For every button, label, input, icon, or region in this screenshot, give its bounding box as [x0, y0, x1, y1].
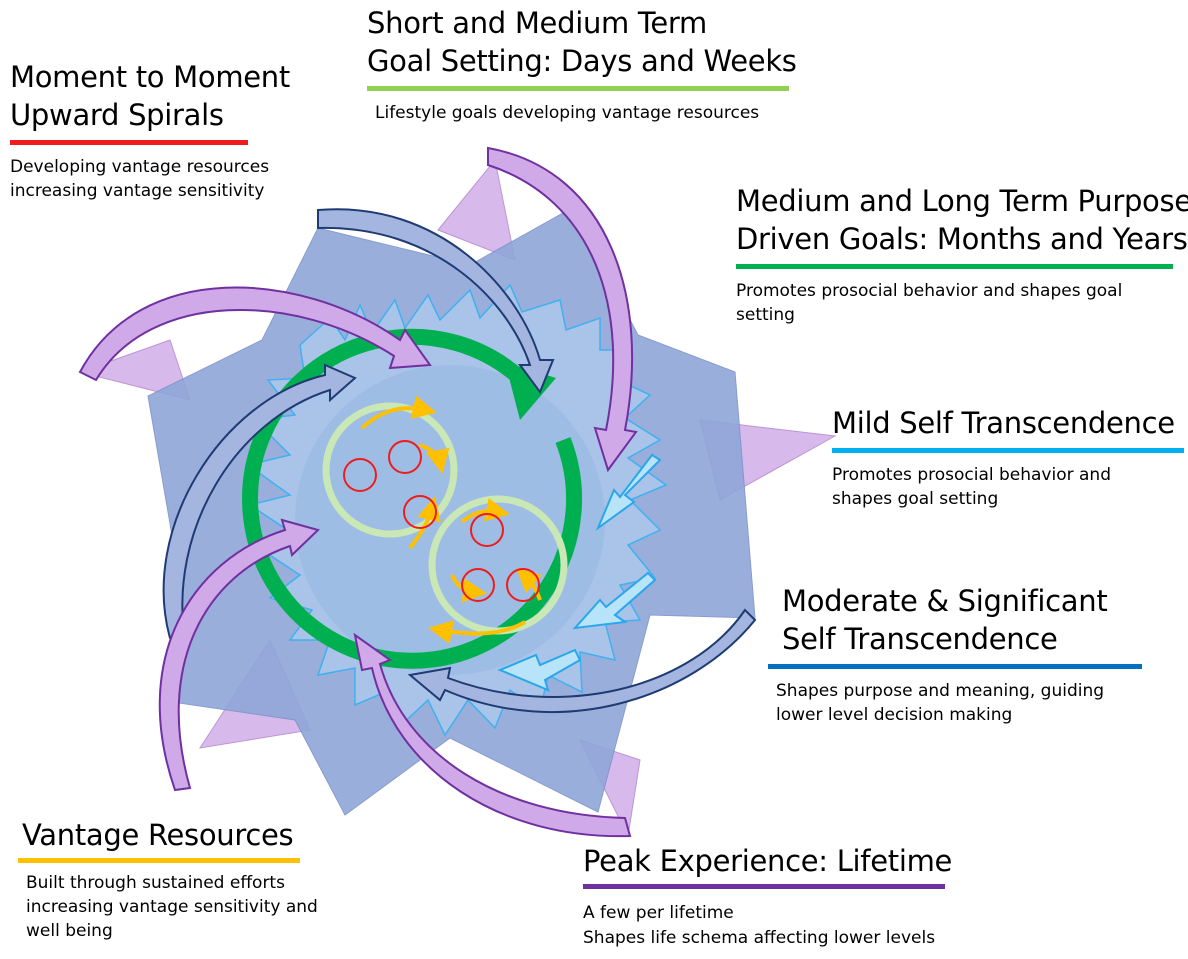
red-loop [388, 440, 422, 474]
moderate-rule [768, 664, 1142, 669]
purple-arrow-topleft [78, 286, 432, 382]
purple-arrow-top [487, 146, 638, 473]
label-short-term: Short and Medium Term Goal Setting: Days… [367, 4, 807, 125]
vantage-description: Built through sustained efforts increasi… [26, 873, 318, 941]
long-term-title: Medium and Long Term Purpose Driven Goal… [736, 184, 1188, 256]
long-term-rule [736, 264, 1173, 269]
moment-circles [343, 440, 540, 602]
purple-arrows [78, 146, 638, 838]
moment-description: Developing vantage resources increasing … [10, 157, 270, 201]
peak-rule [583, 884, 945, 889]
mild-arrows [497, 453, 662, 692]
moment-title: Moment to Moment Upward Spirals [10, 60, 290, 132]
mild-description: Promotes prosocial behavior and shapes g… [832, 465, 1111, 509]
navy-arrow-left [162, 363, 357, 642]
navy-arrows [162, 208, 757, 714]
navy-arrow-top [317, 208, 555, 395]
red-loop [461, 568, 495, 602]
vantage-title: Vantage Resources [22, 818, 294, 852]
purple-arrow-left [158, 518, 320, 792]
red-loop [343, 458, 377, 492]
short-term-title: Short and Medium Term Goal Setting: Days… [367, 6, 797, 78]
label-peak: Peak Experience: Lifetime A few per life… [583, 842, 1003, 951]
peak-title: Peak Experience: Lifetime [583, 844, 953, 878]
red-loop [506, 568, 540, 602]
vantage-rule [18, 858, 300, 863]
moderate-title: Moderate & Significant Self Transcendenc… [782, 584, 1108, 656]
peak-description: A few per lifetime Shapes life schema af… [583, 903, 936, 948]
label-long-term: Medium and Long Term Purpose Driven Goal… [736, 182, 1188, 327]
short-term-description: Lifestyle goals developing vantage resou… [375, 103, 760, 123]
label-moderate: Moderate & Significant Self Transcendenc… [768, 582, 1148, 727]
label-mild: Mild Self Transcendence Promotes prosoci… [832, 404, 1184, 511]
moment-rule [10, 140, 248, 145]
vantage-arcs [360, 395, 542, 644]
long-term-description: Promotes prosocial behavior and shapes g… [736, 281, 1123, 325]
mild-rule [832, 448, 1184, 453]
red-loop [403, 495, 437, 529]
moderate-description: Shapes purpose and meaning, guiding lowe… [776, 681, 1105, 725]
red-loop [470, 513, 504, 547]
navy-arrow-bottom [407, 608, 757, 714]
label-moment: Moment to Moment Upward Spirals Developi… [10, 58, 310, 203]
purple-arrow-bottom [353, 632, 632, 838]
mild-title: Mild Self Transcendence [832, 406, 1175, 440]
short-term-rule [367, 86, 789, 91]
label-vantage: Vantage Resources Built through sustaine… [18, 816, 338, 943]
